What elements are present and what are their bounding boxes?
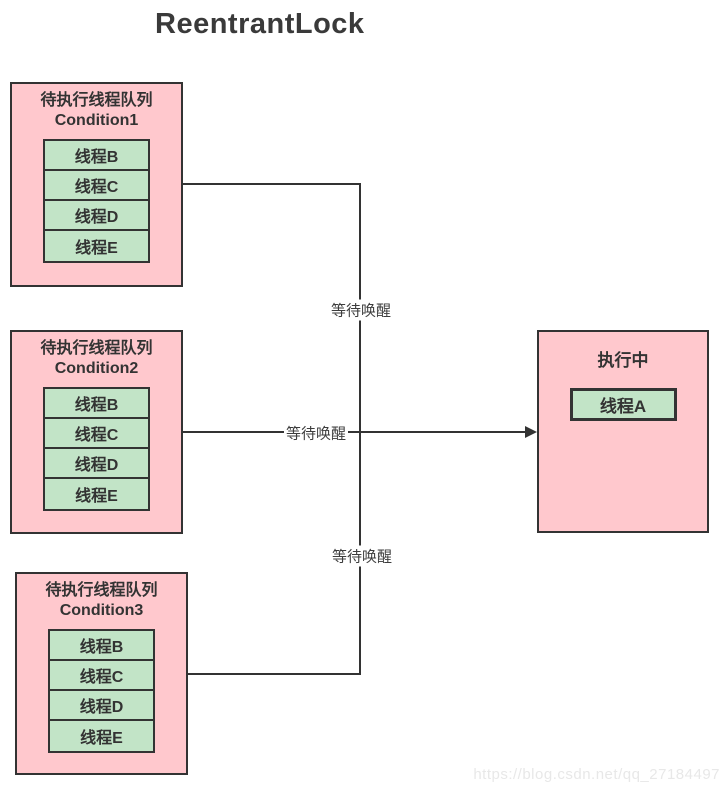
queue-box-condition2: 待执行线程队列 Condition2 线程B 线程C 线程D 线程E	[10, 330, 183, 534]
thread-cell: 线程E	[80, 730, 123, 747]
thread-cell: 线程B	[45, 389, 148, 419]
queue-condition: Condition2	[54, 360, 139, 377]
queue-title: 待执行线程队列	[40, 92, 153, 109]
thread-cell: 线程E	[75, 240, 118, 257]
queue-condition: Condition3	[59, 602, 144, 619]
queue-title-block: 待执行线程队列 Condition1	[12, 91, 181, 131]
queue-box-condition3: 待执行线程队列 Condition3 线程B 线程C 线程D 线程E	[15, 572, 188, 775]
edge-label-wait-wake-bottom: 等待唤醒	[329, 545, 395, 567]
edge-label-wait-wake-middle: 等待唤醒	[283, 422, 349, 444]
executing-thread-cell: 线程A	[569, 388, 677, 421]
executing-title: 执行中	[597, 351, 649, 370]
queue-title: 待执行线程队列	[40, 340, 153, 357]
thread-stack: 线程B 线程C 线程D 线程E	[43, 387, 150, 511]
queue-title-block: 待执行线程队列 Condition3	[17, 581, 186, 621]
executing-box: 执行中 线程A	[537, 330, 709, 533]
thread-cell: 线程D	[45, 449, 148, 479]
thread-cell: 线程D	[50, 691, 153, 721]
connector-condition2-horizontal	[183, 431, 530, 433]
queue-title-block: 待执行线程队列 Condition2	[12, 339, 181, 379]
thread-cell: 线程B	[45, 141, 148, 171]
queue-condition: Condition1	[54, 112, 139, 129]
connector-vertical-trunk	[359, 183, 361, 675]
queue-title: 待执行线程队列	[45, 582, 158, 599]
thread-cell: 线程D	[45, 201, 148, 231]
diagram-title: ReentrantLock	[155, 8, 365, 40]
thread-cell: 线程B	[50, 631, 153, 661]
connector-condition3-horizontal	[188, 673, 360, 675]
arrowhead-icon	[525, 426, 537, 438]
thread-stack: 线程B 线程C 线程D 线程E	[43, 139, 150, 263]
thread-cell: 线程E	[75, 488, 118, 505]
edge-label-wait-wake-top: 等待唤醒	[328, 299, 394, 321]
queue-box-condition1: 待执行线程队列 Condition1 线程B 线程C 线程D 线程E	[10, 82, 183, 287]
thread-cell: 线程C	[45, 419, 148, 449]
thread-cell: 线程C	[50, 661, 153, 691]
connector-condition1-horizontal	[183, 183, 360, 185]
watermark-text: https://blog.csdn.net/qq_27184497	[473, 766, 720, 783]
thread-stack: 线程B 线程C 线程D 线程E	[48, 629, 155, 753]
thread-cell: 线程C	[45, 171, 148, 201]
